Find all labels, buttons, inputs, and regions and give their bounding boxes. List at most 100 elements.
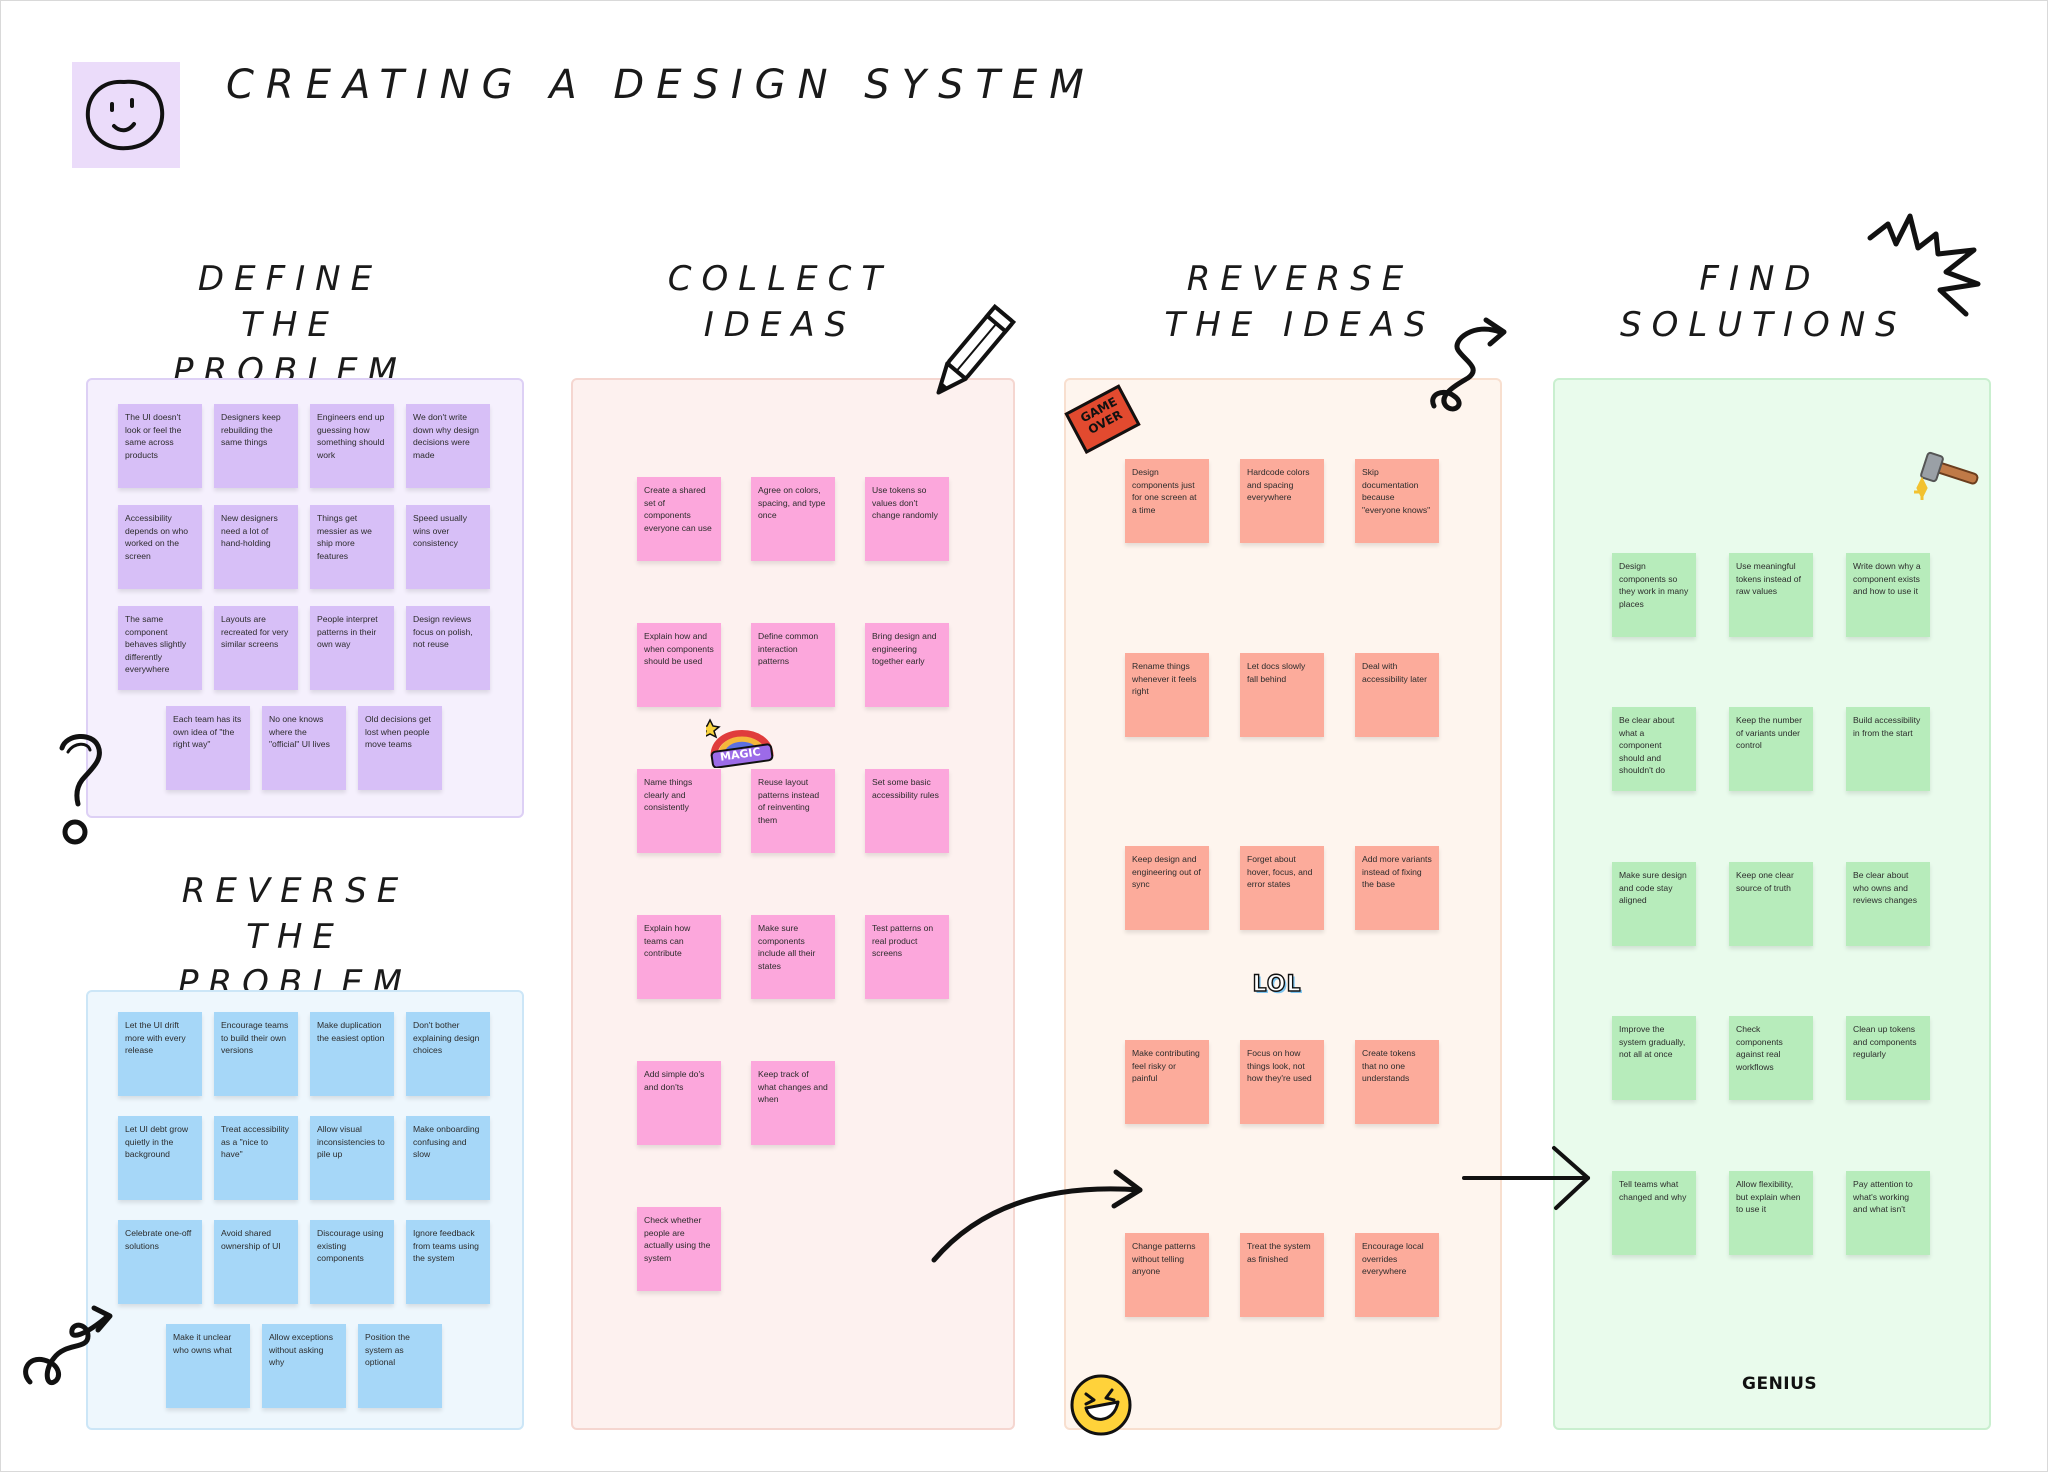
curved-arrow-icon [931,1169,1143,1263]
sticky-note[interactable]: Test patterns on real product screens [865,915,949,999]
sticky-note[interactable]: Keep design and engineering out of sync [1125,846,1209,930]
sticky-note[interactable]: Use meaningful tokens instead of raw val… [1729,553,1813,637]
section-title-reverse-ideas: REVERSE THE IDEAS [1140,256,1460,348]
section-title-line: FIND [1699,259,1821,299]
sticky-note[interactable]: Check components against real workflows [1729,1016,1813,1100]
sticky-note[interactable]: Focus on how things look, not how they'r… [1240,1040,1324,1124]
sticky-note[interactable]: Agree on colors, spacing, and type once [751,477,835,561]
sticky-note[interactable]: Deal with accessibility later [1355,653,1439,737]
avatar[interactable] [72,62,180,168]
sticky-note[interactable]: Design components just for one screen at… [1125,459,1209,543]
sticky-note[interactable]: Use tokens so values don't change random… [865,477,949,561]
sticky-note[interactable]: Things get messier as we ship more featu… [310,505,394,589]
sticky-note[interactable]: Reuse layout patterns instead of reinven… [751,769,835,853]
hammer-icon [1914,451,1979,500]
sticky-note[interactable]: Set some basic accessibility rules [865,769,949,853]
sticky-note[interactable]: Allow visual inconsistencies to pile up [310,1116,394,1200]
sticky-note[interactable]: Let the UI drift more with every release [118,1012,202,1096]
sticky-note[interactable]: Layouts are recreated for very similar s… [214,606,298,690]
section-title-line: IDEAS [703,305,857,345]
sticky-note[interactable]: Add more variants instead of fixing the … [1355,846,1439,930]
sticky-note[interactable]: Improve the system gradually, not all at… [1612,1016,1696,1100]
sticky-note[interactable]: Encourage local overrides everywhere [1355,1233,1439,1317]
section-title-reverse-problem: REVERSE THE PROBLEM [130,868,460,1006]
genius-logo: GENIUS [1742,1374,1818,1394]
sticky-note[interactable]: Check whether people are actually using … [637,1207,721,1291]
sticky-note[interactable]: Change patterns without telling anyone [1125,1233,1209,1317]
sticky-note[interactable]: We don't write down why design decisions… [406,404,490,488]
zigzag-icon [1867,213,1981,317]
sticky-note[interactable]: Pay attention to what's working and what… [1846,1171,1930,1255]
magic-sticker[interactable]: MAGIC [699,712,778,769]
sticky-note[interactable]: Hardcode colors and spacing everywhere [1240,459,1324,543]
sticky-note[interactable]: Keep one clear source of truth [1729,862,1813,946]
sticky-note[interactable]: Add simple do's and don'ts [637,1061,721,1145]
lol-sticker[interactable]: LOL [1248,971,1306,998]
sticky-note[interactable]: Designers keep rebuilding the same thing… [214,404,298,488]
sticky-note[interactable]: Explain how and when components should b… [637,623,721,707]
right-arrow-icon [1462,1146,1590,1210]
sticky-note[interactable]: The UI doesn't look or feel the same acr… [118,404,202,488]
sticky-note[interactable]: Name things clearly and consistently [637,769,721,853]
sticky-note[interactable]: Let UI debt grow quietly in the backgrou… [118,1116,202,1200]
sticky-note[interactable]: Allow flexibility, but explain when to u… [1729,1171,1813,1255]
sticky-note[interactable]: Design components so they work in many p… [1612,553,1696,637]
sticky-note[interactable]: The same component behaves slightly diff… [118,606,202,690]
sticky-note[interactable]: Make onboarding confusing and slow [406,1116,490,1200]
sticky-note[interactable]: Make duplication the easiest option [310,1012,394,1096]
sticky-note[interactable]: Treat accessibility as a "nice to have" [214,1116,298,1200]
section-title-line: THE IDEAS [1164,305,1436,345]
sticky-note[interactable]: Avoid shared ownership of UI [214,1220,298,1304]
sticky-note[interactable]: Accessibility depends on who worked on t… [118,505,202,589]
sticky-note[interactable]: Make contributing feel risky or painful [1125,1040,1209,1124]
sticky-note[interactable]: Rename things whenever it feels right [1125,653,1209,737]
sticky-note[interactable]: Treat the system as finished [1240,1233,1324,1317]
sticky-note[interactable]: Discourage using existing components [310,1220,394,1304]
sticky-note[interactable]: Keep the number of variants under contro… [1729,707,1813,791]
sticky-note[interactable]: Be clear about who owns and reviews chan… [1846,862,1930,946]
section-title-line: REVERSE [1186,259,1414,299]
sticky-note[interactable]: Build accessibility in from the start [1846,707,1930,791]
sticky-note[interactable]: Don't bother explaining design choices [406,1012,490,1096]
sticky-note[interactable]: Encourage teams to build their own versi… [214,1012,298,1096]
sticky-note[interactable]: Make it unclear who owns what [166,1324,250,1408]
pencil-icon [936,303,1017,395]
sticky-note[interactable]: Position the system as optional [358,1324,442,1408]
sticky-note[interactable]: Skip documentation because "everyone kno… [1355,459,1439,543]
section-title-line: DEFINE [197,259,383,299]
squiggle-arrow-icon [23,1305,113,1386]
section-title-line: REVERSE [181,871,409,911]
sticky-note[interactable]: No one knows where the "official" UI liv… [262,706,346,790]
sticky-note[interactable]: Celebrate one-off solutions [118,1220,202,1304]
sticky-note[interactable]: Design reviews focus on polish, not reus… [406,606,490,690]
section-title-collect: COLLECT IDEAS [640,256,920,348]
sticky-note[interactable]: Tell teams what changed and why [1612,1171,1696,1255]
sticky-note[interactable]: Be clear about what a component should a… [1612,707,1696,791]
sticky-note[interactable]: People interpret patterns in their own w… [310,606,394,690]
sticky-note[interactable]: Allow exceptions without asking why [262,1324,346,1408]
sticky-note[interactable]: Explain how teams can contribute [637,915,721,999]
sticky-note[interactable]: Create tokens that no one understands [1355,1040,1439,1124]
sticky-note[interactable]: Keep track of what changes and when [751,1061,835,1145]
sticky-note[interactable]: Make sure design and code stay aligned [1612,862,1696,946]
sticky-note[interactable]: Forget about hover, focus, and error sta… [1240,846,1324,930]
sticky-note[interactable]: Old decisions get lost when people move … [358,706,442,790]
sticky-note[interactable]: New designers need a lot of hand-holding [214,505,298,589]
section-title-line: COLLECT [667,259,893,299]
sticky-note[interactable]: Define common interaction patterns [751,623,835,707]
sticky-note[interactable]: Make sure components include all their s… [751,915,835,999]
squiggle-arrow-icon [1430,317,1507,412]
sticky-note[interactable]: Engineers end up guessing how something … [310,404,394,488]
sticky-note[interactable]: Bring design and engineering together ea… [865,623,949,707]
sticky-note[interactable]: Create a shared set of components everyo… [637,477,721,561]
sticky-note[interactable]: Let docs slowly fall behind [1240,653,1324,737]
sticky-note[interactable]: Speed usually wins over consistency [406,505,490,589]
sticky-note[interactable]: Write down why a component exists and ho… [1846,553,1930,637]
sticky-note[interactable]: Each team has its own idea of "the right… [166,706,250,790]
sticky-note[interactable]: Ignore feedback from teams using the sys… [406,1220,490,1304]
laughing-emoji-icon [1070,1374,1132,1436]
question-mark-icon [59,734,102,845]
lol-sticker-label: LOL [1252,971,1302,997]
section-title-define: DEFINE THE PROBLEM [130,256,450,394]
sticky-note[interactable]: Clean up tokens and components regularly [1846,1016,1930,1100]
